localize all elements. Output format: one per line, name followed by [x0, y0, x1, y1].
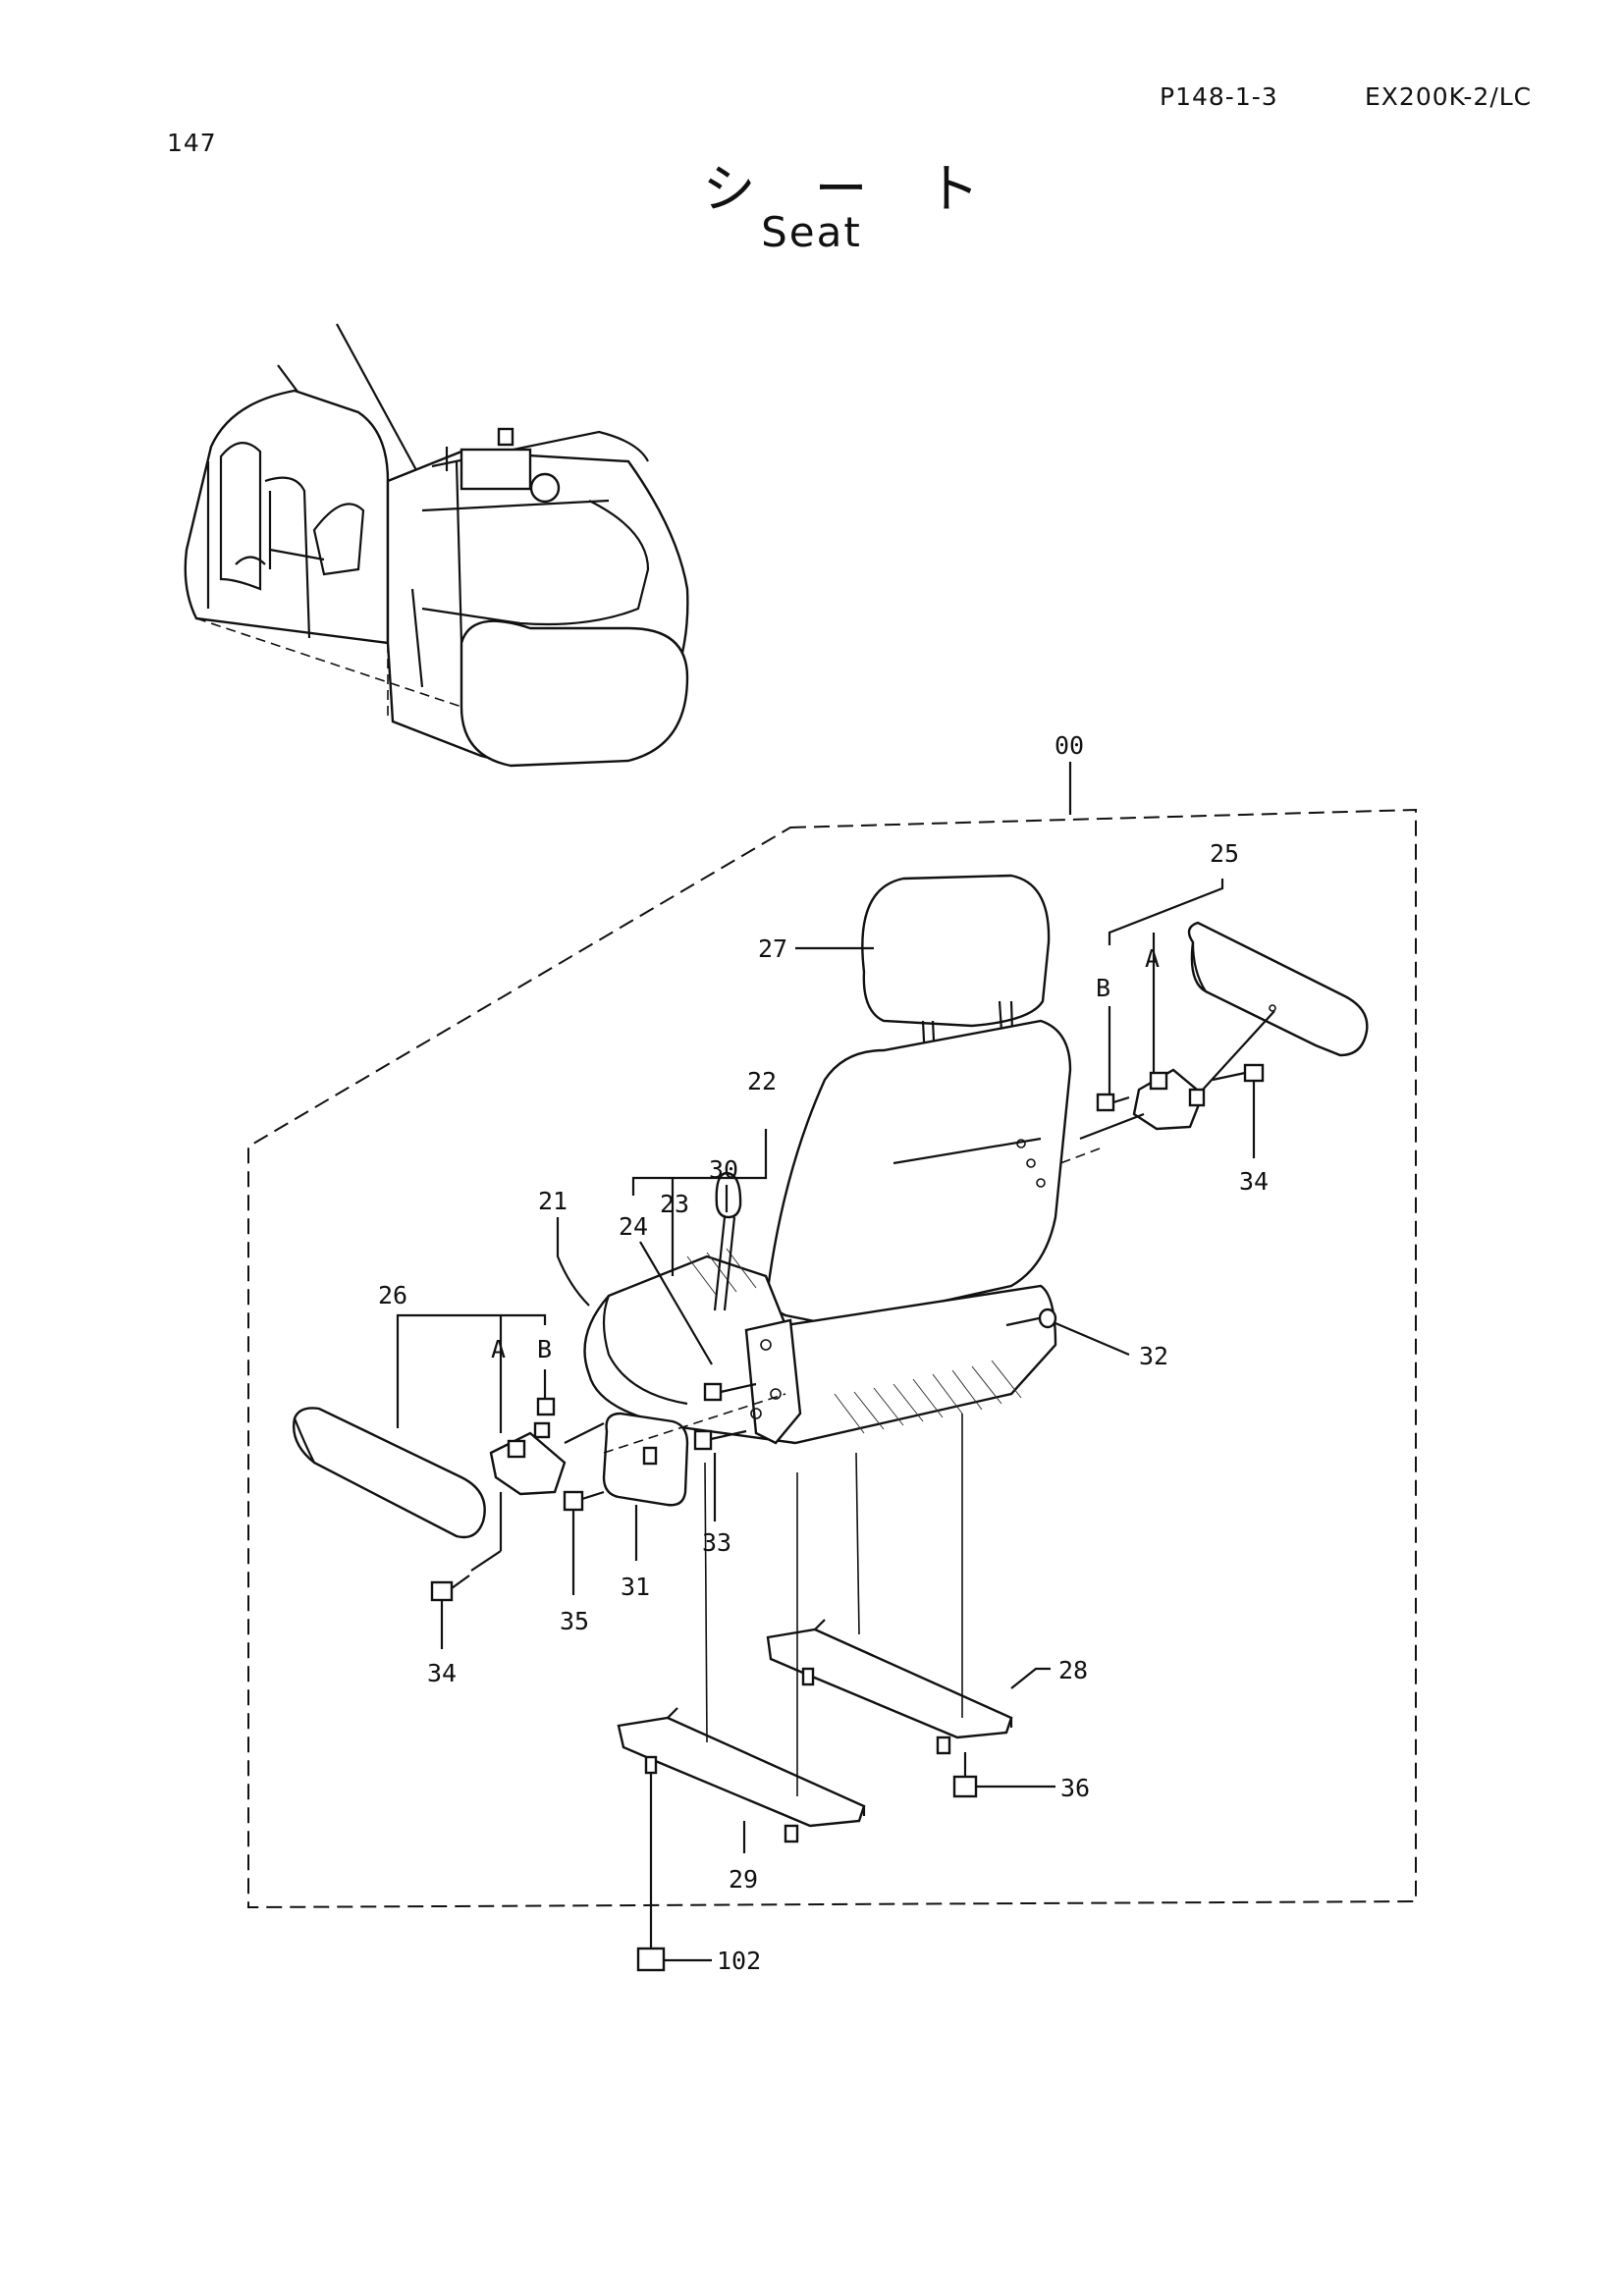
callout-29: 29 [729, 1865, 758, 1894]
excavator-overview-drawing [184, 323, 689, 768]
callout-27: 27 [758, 934, 787, 963]
nut-36 [952, 1752, 978, 1798]
label-left-b: B [537, 1335, 552, 1363]
title-english: Seat [761, 208, 862, 256]
side-panel-31 [602, 1412, 689, 1507]
callout-21: 21 [538, 1187, 568, 1215]
label-left-a: A [491, 1335, 506, 1363]
callout-36: 36 [1060, 1774, 1090, 1802]
right-bolt-b [1096, 1093, 1130, 1112]
label-right-a: A [1145, 944, 1160, 973]
callout-34-right: 34 [1239, 1167, 1269, 1196]
bolt-35 [563, 1490, 605, 1512]
callout-22: 22 [747, 1067, 777, 1095]
side-bracket [744, 1318, 802, 1445]
callout-32: 32 [1139, 1342, 1168, 1370]
left-armrest [293, 1407, 486, 1539]
model-code: EX200K-2/LC [1365, 82, 1533, 111]
callout-33: 33 [702, 1528, 731, 1557]
nut-102 [636, 1947, 666, 1972]
label-right-b: B [1096, 974, 1110, 1002]
headrest [861, 874, 1051, 1061]
page-code: P148-1-3 [1160, 82, 1278, 111]
seat-rail-28 [766, 1619, 1013, 1755]
callout-30: 30 [709, 1155, 738, 1184]
assembly-boundary [247, 808, 1417, 1909]
callout-31: 31 [621, 1573, 650, 1601]
left-armrest-hinge [489, 1421, 567, 1496]
bolt-34-left [430, 1575, 470, 1602]
callout-34-left: 34 [427, 1659, 457, 1687]
seat-rail-29 [617, 1707, 866, 1843]
right-armrest-hinge [1132, 1068, 1206, 1131]
bolt-34-right [1212, 1063, 1265, 1083]
seat-cushion [583, 1248, 1057, 1445]
callout-00: 00 [1055, 731, 1084, 760]
callout-25: 25 [1210, 839, 1239, 868]
left-bolt-b [536, 1397, 556, 1416]
callout-24: 24 [619, 1212, 648, 1241]
title-japanese: シート [702, 158, 1039, 220]
bolt-33 [693, 1429, 747, 1451]
recline-lever [713, 1171, 742, 1311]
callout-28: 28 [1058, 1656, 1088, 1684]
callout-26: 26 [378, 1281, 407, 1309]
seat-backrest [764, 1019, 1072, 1327]
right-armrest [1187, 921, 1369, 1057]
washer-32 [1005, 1308, 1057, 1329]
callout-102: 102 [717, 1947, 761, 1975]
bolt-24 [703, 1382, 757, 1402]
callout-35: 35 [560, 1607, 589, 1635]
callout-23: 23 [660, 1190, 689, 1218]
page-number: 147 [167, 129, 217, 157]
